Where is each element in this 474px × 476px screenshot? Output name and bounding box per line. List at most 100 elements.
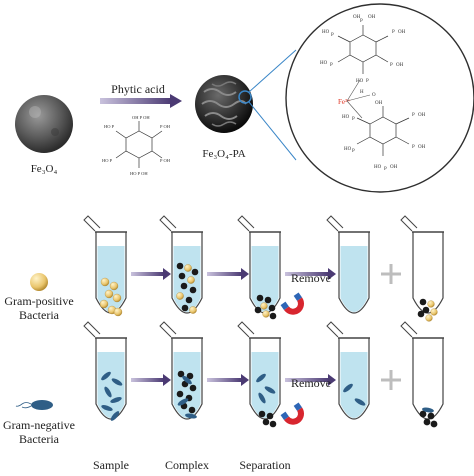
gram-negative-bacterium (256, 373, 266, 383)
svg-text:OH: OH (398, 30, 406, 35)
svg-text:P: P (331, 33, 334, 38)
svg-text:P: P (330, 63, 333, 68)
magnetic-particle (176, 390, 184, 398)
tube-grid (83, 215, 444, 428)
svg-text:HO: HO (342, 115, 350, 120)
iron-ion-label: Fe³⁺ (338, 98, 351, 106)
magnetic-particle (419, 410, 427, 418)
plus-icon (381, 264, 401, 284)
svg-text:HO: HO (320, 61, 328, 66)
gram-negative-bacterium (185, 413, 197, 419)
svg-text:OH: OH (375, 101, 383, 106)
magnetic-particle (189, 286, 197, 294)
svg-text:OH P OH: OH P OH (132, 115, 150, 120)
svg-text:OH: OH (368, 15, 376, 20)
svg-text:P OH: P OH (160, 158, 171, 163)
zoom-bonds-to-iron (346, 79, 371, 119)
magnetic-particle (417, 310, 425, 318)
gram-negative-bacterium (177, 398, 189, 406)
zoom-circle (285, 3, 474, 193)
arrow-head (328, 374, 336, 386)
gram-negative-bacterium (343, 383, 353, 393)
gram-negative-label-line2: Bacteria (19, 432, 60, 446)
magnetic-particle (191, 268, 199, 276)
plus-icon (381, 370, 401, 390)
magnetic-particle (258, 410, 266, 418)
gram-positive-label-line2: Bacteria (19, 308, 60, 322)
magnetic-particle (181, 304, 189, 312)
arrow-head (163, 374, 171, 386)
gram-positive-bacterium (104, 289, 114, 299)
liquid (251, 352, 279, 418)
arrow-head (241, 374, 249, 386)
svg-text:HO P: HO P (104, 124, 115, 129)
magnetic-particle (264, 296, 272, 304)
gram-negative-bacterium (422, 407, 434, 413)
magnetic-particle (189, 384, 197, 392)
svg-text:HO: HO (374, 165, 382, 170)
gram-positive-bacterium (187, 276, 195, 284)
phytic-acid-labels: OH P OH HO P P OH HO P P OH HO P OH (102, 115, 171, 176)
svg-text:HO: HO (344, 147, 352, 152)
column-label-complex: Complex (165, 458, 209, 472)
arrow-right-icon (207, 378, 242, 382)
gram-positive-bacterium (100, 277, 110, 287)
svg-text:P: P (412, 113, 415, 118)
magnetic-particle (185, 296, 193, 304)
magnetic-particle (430, 420, 438, 428)
liquid (251, 246, 279, 312)
zoom-connector-upper (248, 49, 297, 93)
gram-negative-bacterium (101, 405, 113, 411)
tube-row1-col5 (400, 215, 444, 314)
gram-positive-label-line1: Gram-positive (4, 294, 73, 308)
gram-negative-bacterium (354, 398, 366, 406)
arrow-head (241, 268, 249, 280)
svg-text:P: P (366, 79, 369, 84)
svg-text:P: P (352, 149, 355, 154)
tube-row2-col5 (400, 321, 444, 420)
gram-positive-bacterium (425, 314, 433, 322)
zoom-connector-lower (248, 101, 297, 161)
remove-label-row1: Remove (291, 271, 331, 285)
gram-negative-bacterium (264, 386, 276, 394)
svg-text:H: H (360, 90, 364, 95)
magnetic-particle (186, 372, 194, 380)
fe3o4-pa-label: Fe₃O₄-PA (202, 148, 245, 160)
gram-positive-bacterium (184, 264, 192, 272)
magnet-icon (280, 292, 304, 315)
zoom-molecule-upper (337, 25, 389, 74)
column-label-separation: Separation (239, 458, 290, 472)
magnetic-particle (256, 294, 264, 302)
arrow-head (163, 268, 171, 280)
svg-text:OH: OH (396, 63, 404, 68)
gram-negative-bacterium (101, 371, 111, 381)
gram-negative-bacterium (258, 392, 266, 404)
svg-text:P: P (352, 117, 355, 122)
gram-positive-bacterium (189, 306, 197, 314)
magnetic-particle (423, 418, 431, 426)
gram-negative-bacterium (104, 386, 112, 398)
gram-positive-bacterium (113, 307, 123, 317)
gram-positive-bacterium (427, 300, 435, 308)
gram-positive-bacterium (430, 308, 438, 316)
arrow-right-icon (100, 94, 182, 108)
gram-positive-bacterium (260, 302, 268, 310)
zoom-highlight (238, 90, 252, 104)
svg-text:HO P: HO P (102, 158, 113, 163)
arrow-right-icon (207, 272, 242, 276)
svg-text:HO: HO (356, 79, 364, 84)
arrow-right-icon (285, 378, 329, 382)
phytic-acid-structure (115, 121, 163, 168)
tube-row2-col1 (83, 321, 127, 420)
magnetic-particle (178, 272, 186, 280)
svg-text:P OH: P OH (160, 124, 171, 129)
svg-text:P: P (392, 30, 395, 35)
arrow-right-icon (131, 272, 164, 276)
magnetic-particle (269, 312, 277, 320)
arrow-right-icon (131, 378, 164, 382)
gram-negative-label-line1: Gram-negative (3, 418, 75, 432)
fe3o4-particle (15, 95, 73, 153)
arrow-head (328, 268, 336, 280)
